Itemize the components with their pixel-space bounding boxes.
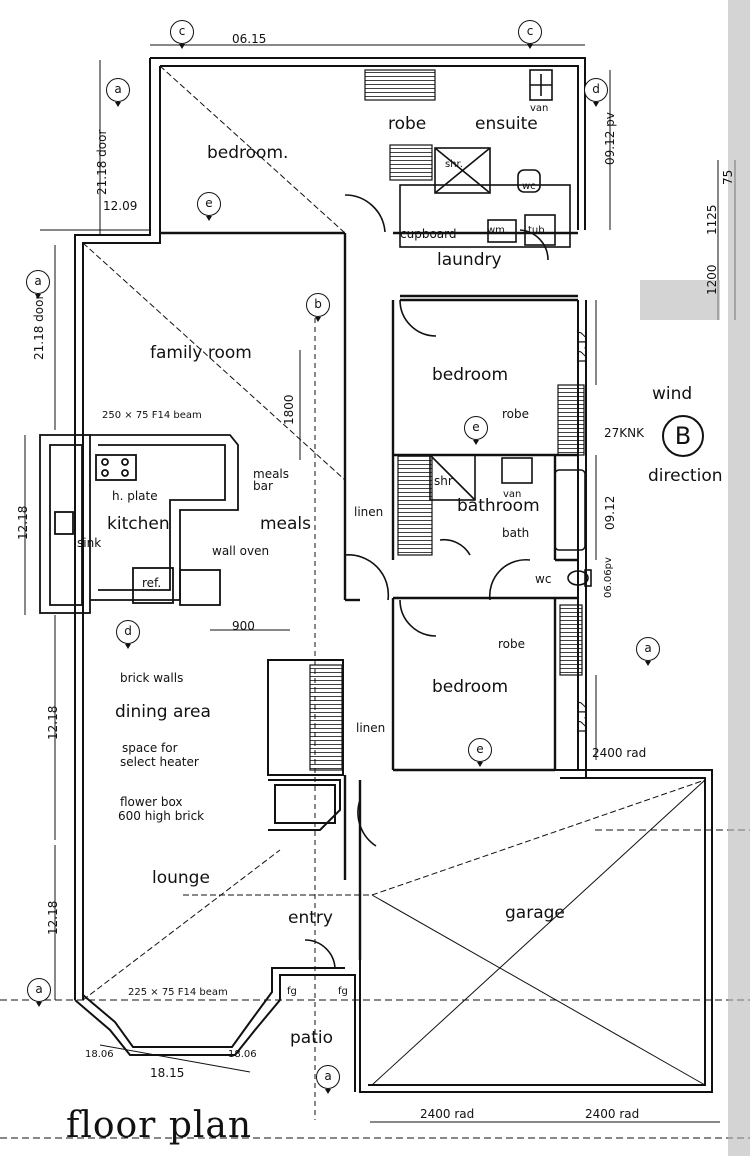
brick-walls-label: brick walls (120, 671, 184, 685)
marker-c-right: c (518, 20, 542, 49)
heater-space-label: space for (122, 741, 178, 755)
fridge-label: ref. (142, 576, 162, 590)
dim-1212-upper: 12.12 (575, 330, 589, 365)
shower-top-label: shr. (445, 159, 463, 170)
dim-side-1125: 1125 (705, 204, 719, 235)
dim-side-75: 75 (721, 169, 735, 185)
entry-label: entry (288, 908, 333, 928)
garage-label: garage (505, 903, 565, 923)
robe-3-label: robe (498, 637, 526, 651)
fixed-glass-left-label: fg (287, 986, 297, 997)
interior-walls (160, 231, 578, 960)
cupboard-label: cupboard (400, 227, 457, 241)
brick-elements (267, 659, 344, 831)
dim-bay-mid: 18.15 (150, 1066, 185, 1080)
flower-box-label: flower box (120, 795, 183, 809)
door-swings (304, 194, 549, 969)
dim-900: 900 (232, 619, 255, 633)
wc-bath-label: wc (535, 572, 552, 586)
beam-lines (0, 65, 750, 1139)
meals-label: meals (260, 514, 312, 534)
dim-bay-right: 18.06 (228, 1049, 257, 1060)
hotplate-label: h. plate (112, 489, 158, 503)
van-bath-label: van (503, 489, 522, 500)
dim-pv: 09.12 pv (603, 112, 617, 165)
dining-area-label: dining area (115, 702, 211, 722)
kitchen-label: kitchen (107, 514, 170, 534)
marker-e-bedroom-3: e (468, 738, 492, 767)
marker-e-bedroom: e (197, 192, 221, 221)
sink-label: sink (77, 536, 102, 550)
dim-0606pv: 06.06pv (603, 557, 614, 598)
scan-speckle (640, 0, 750, 1156)
dim-1218-dining: 12.18 (46, 705, 60, 740)
linen-2-label: linen (356, 721, 386, 735)
dim-0912: 09.12 (603, 495, 617, 530)
hatched-robes (309, 69, 585, 771)
select-heater-label: select heater (120, 755, 199, 769)
dim-family-door: 21.18 door (32, 294, 46, 360)
dim-top-width: 06.15 (232, 32, 267, 46)
marker-b: b (306, 293, 330, 322)
kitchen-benches (39, 434, 239, 614)
fixed-glass-right-label: fg (338, 986, 348, 997)
marker-a-left: a (26, 270, 50, 299)
marker-a-lounge: a (27, 978, 51, 1007)
marker-a-top: a (106, 78, 130, 107)
marker-c-left: c (170, 20, 194, 49)
radius-bottom-2-label: 2400 rad (585, 1107, 640, 1121)
bathroom-label: bathroom (457, 496, 540, 516)
meals-bar-label: meals bar (253, 467, 290, 493)
dim-1218-lounge: 12.18 (46, 900, 60, 935)
lounge-label: lounge (152, 868, 210, 888)
radius-bottom-1-label: 2400 rad (420, 1107, 475, 1121)
dim-1800: 1800 (282, 394, 296, 425)
shower-bath-label: shr (434, 474, 453, 488)
dim-1218-kitchen: 12.18 (16, 505, 30, 540)
linen-1-label: linen (354, 505, 384, 519)
washing-machine-label: wm. (487, 225, 509, 236)
flower-box-height-label: 600 high brick (118, 809, 205, 823)
dim-side-1200: 1200 (705, 264, 719, 295)
ensuite-label: ensuite (475, 114, 538, 134)
patio-label: patio (290, 1028, 333, 1048)
wind-speed-label: 27KNK (604, 426, 644, 440)
wind-category-badge: B (662, 415, 704, 457)
marker-d-kitchen: d (116, 620, 140, 649)
beam-top-label: 250 × 75 F14 beam (102, 410, 202, 421)
tub-label: tub (528, 225, 545, 236)
wc-top-label: wc (522, 181, 536, 192)
bedroom-2-label: bedroom (432, 365, 509, 385)
dim-1209: 12.09 (103, 199, 138, 213)
van-top-label: van (530, 103, 549, 114)
beam-bottom-label: 225 × 75 F14 beam (128, 987, 228, 998)
dim-bay-left: 18.06 (85, 1049, 114, 1060)
wind-direction-label: direction (648, 466, 723, 486)
marker-a-right: a (636, 637, 660, 666)
bath-label: bath (502, 526, 530, 540)
wall-oven-label: wall oven (212, 544, 270, 558)
robe-top-label: robe (388, 114, 427, 134)
laundry-label: laundry (437, 250, 502, 270)
dim-bedroom-door: 21.18 door (95, 129, 109, 195)
outer-walls (74, 57, 713, 1093)
wind-label: wind (652, 384, 693, 404)
robe-2-label: robe (502, 407, 530, 421)
plan-title: floor plan (66, 1105, 253, 1146)
marker-d-top: d (584, 78, 608, 107)
bedroom-main-label: bedroom. (207, 143, 289, 163)
marker-e-bedroom-2: e (464, 416, 488, 445)
bedroom-3-label: bedroom (432, 677, 509, 697)
family-room-label: family room (150, 343, 252, 363)
dim-1212-lower: 12.12 (575, 700, 589, 735)
marker-a-patio: a (316, 1065, 340, 1094)
radius-right-label: 2400 rad (592, 746, 647, 760)
